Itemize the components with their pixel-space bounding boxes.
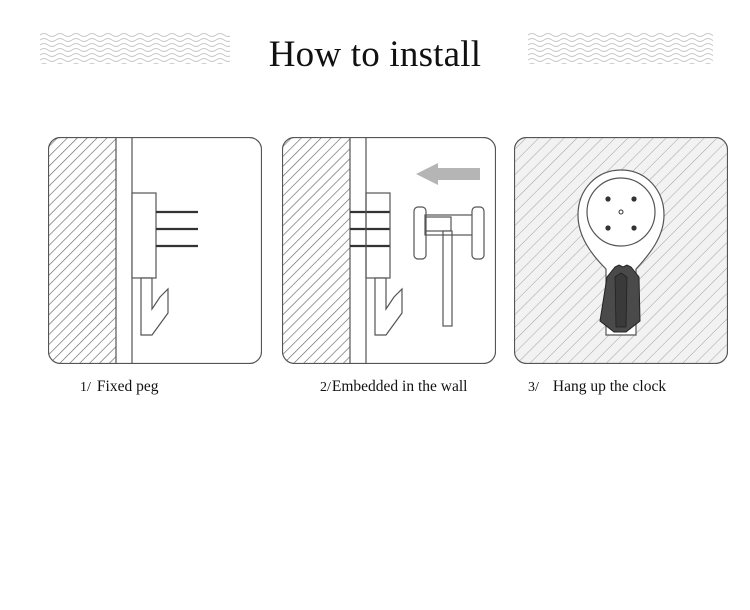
peg-plate — [131, 192, 157, 279]
embedded-nails — [350, 210, 390, 248]
right-wave-decoration — [528, 32, 713, 64]
step-1-label: Fixed peg — [96, 378, 159, 395]
step-3-panel — [514, 137, 728, 364]
embedded-peg-illustration — [282, 137, 496, 364]
hook — [374, 277, 403, 336]
wall-section — [48, 137, 116, 364]
page-title: How to install — [268, 34, 482, 75]
step-1-caption: 1/Fixed peg — [80, 378, 158, 396]
step-1-panel — [48, 137, 262, 364]
step-3-label: Hang up the clock — [552, 378, 667, 395]
step-3-number: 3/ — [528, 380, 539, 395]
left-wave-decoration — [40, 32, 230, 64]
arrow-left-icon — [416, 163, 480, 185]
wall-section — [282, 137, 350, 364]
step-2-number: 2/ — [320, 380, 331, 395]
hammer-icon — [413, 206, 485, 327]
fixed-peg-illustration — [48, 137, 262, 364]
peg-plate-round — [586, 177, 656, 247]
step-2-label: Embedded in the wall — [331, 378, 468, 395]
step-2-panel — [282, 137, 496, 364]
screw-holes — [605, 196, 637, 231]
step-2-caption: 2/Embedded in the wall — [320, 378, 467, 396]
peg-plate — [365, 192, 391, 279]
hook — [140, 277, 169, 336]
step-1-number: 1/ — [80, 380, 91, 395]
hang-clock-illustration — [514, 137, 728, 364]
nails — [156, 210, 198, 248]
step-3-caption: 3/Hang up the clock — [528, 378, 666, 396]
